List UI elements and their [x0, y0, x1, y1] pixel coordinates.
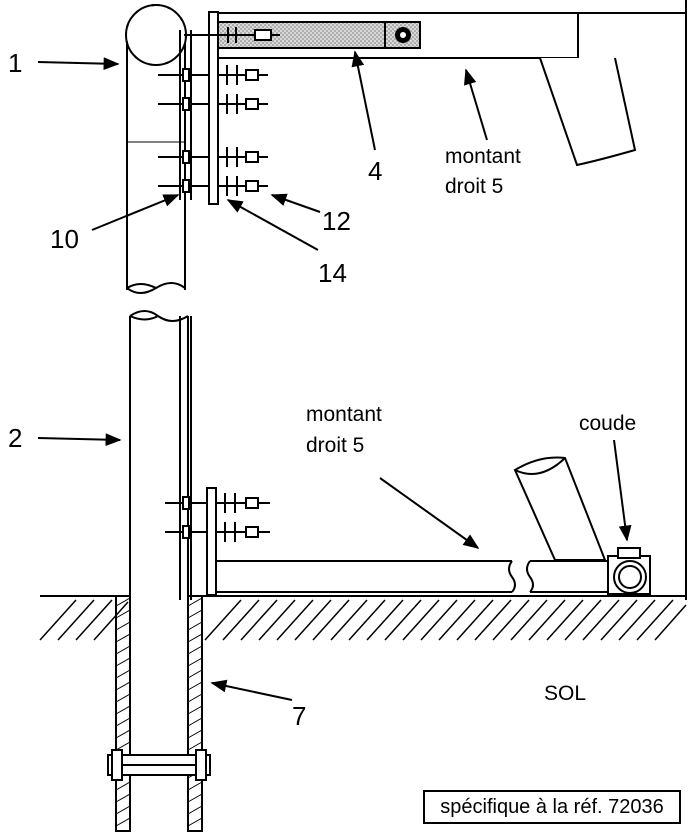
label-montant-bottom-1: montant — [306, 403, 382, 426]
top-beam — [184, 12, 686, 59]
bolt-3 — [158, 147, 268, 167]
label-4: 4 — [368, 156, 382, 186]
top-angled-leg — [539, 57, 637, 167]
label-7: 7 — [292, 701, 306, 731]
label-montant-bottom-2: droit 5 — [306, 434, 364, 457]
arrow-1 — [37, 57, 120, 71]
arrow-montant-top — [464, 68, 488, 141]
arrow-2 — [37, 433, 122, 447]
label-10: 10 — [50, 224, 79, 254]
label-montant-top-1: montant — [445, 145, 521, 168]
arrow-4 — [351, 50, 376, 151]
bottom-angled-leg — [513, 456, 607, 561]
label-12: 12 — [322, 206, 351, 236]
reference-note-text: spécifique à la réf. 72036 — [440, 796, 664, 818]
label-coude: coude — [579, 412, 636, 435]
arrow-14 — [226, 199, 319, 251]
ground — [39, 595, 687, 641]
arrow-12 — [270, 193, 321, 213]
arrow-10 — [91, 194, 180, 231]
bottom-bolts — [165, 493, 270, 542]
label-montant-top-2: droit 5 — [445, 175, 503, 198]
ground-sleeve — [107, 595, 211, 832]
label-1: 1 — [8, 48, 22, 78]
bottom-beam — [216, 560, 608, 593]
label-14: 14 — [318, 258, 347, 288]
arrow-montant-bottom — [379, 477, 480, 549]
bolt-6 — [165, 522, 270, 542]
label-sol: SOL — [544, 682, 586, 705]
leader-arrows — [37, 50, 632, 701]
reference-note: spécifique à la réf. 72036 — [423, 790, 681, 824]
top-post — [125, 4, 192, 294]
bottom-plate — [206, 487, 217, 596]
arrow-7 — [210, 679, 293, 701]
bottom-post — [129, 310, 192, 690]
bolt-5 — [165, 493, 270, 513]
elbow-fitting — [607, 547, 651, 595]
arrow-coude — [613, 439, 632, 542]
top-plate — [208, 11, 219, 205]
label-2: 2 — [8, 423, 22, 453]
